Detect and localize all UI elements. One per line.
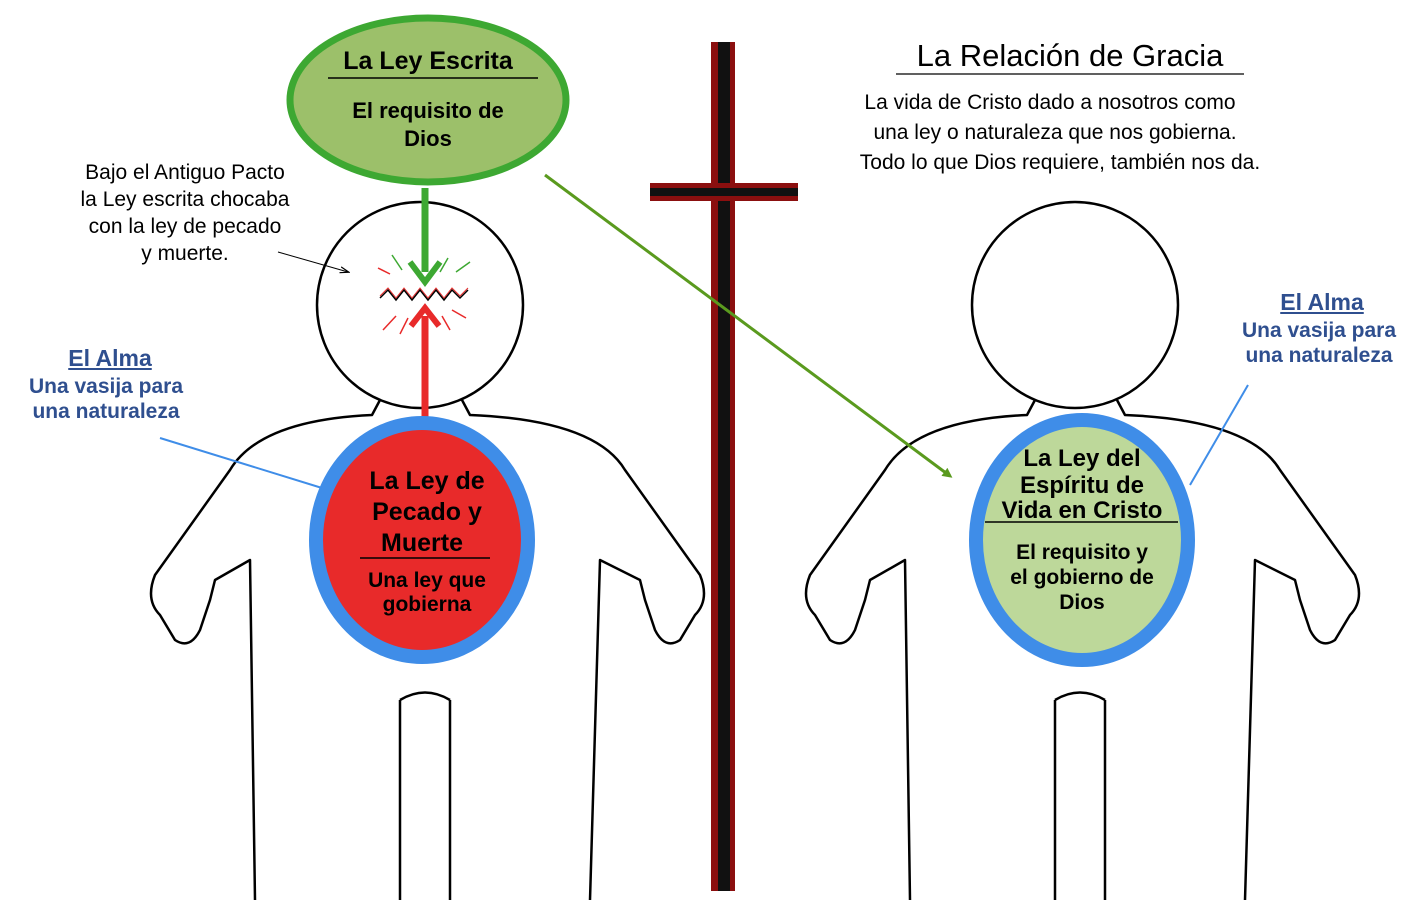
clash-zigzag [377,254,471,335]
right-soul-ring [969,413,1195,667]
right-soul-line-2: una naturaleza [1245,344,1393,367]
right-core-sub-3: Dios [1059,591,1105,614]
written-law-oval [286,14,570,186]
written-law-subtitle-1: El requisito de [352,98,504,123]
left-soul-title: El Alma [68,345,152,371]
note-pointer-arrow [277,251,348,272]
right-soul-line-1: Una vasija para [1241,319,1397,342]
right-core-title-3: Vida en Cristo [1001,497,1163,524]
left-core-title-2: Pecado y [372,498,482,526]
grace-desc-2: una ley o naturaleza que nos gobierna. [873,121,1237,144]
note-line-4: y muerte. [141,242,229,265]
note-line-3: con la ley de pecado [88,215,282,238]
right-core-title-2: Espíritu de [1019,472,1145,499]
left-core-title-3: Muerte [381,529,463,557]
left-person-outline [149,200,706,901]
grace-desc-3: Todo lo que Dios requiere, también nos d… [859,151,1261,174]
right-core-title-1: La Ley del [1023,445,1141,472]
left-core-title-1: La Ley de [369,467,485,495]
grace-heading: La Relación de Gracia [916,38,1224,73]
right-soul-title: El Alma [1280,289,1364,315]
grace-arrow [544,173,953,478]
up-arrow [408,303,442,418]
left-core-sub-2: gobierna [382,593,472,616]
down-arrow [407,188,443,287]
right-person-outline [804,200,1361,901]
left-soul-pointer [159,437,323,489]
written-law-title: La Ley Escrita [343,47,513,75]
left-soul-line-2: una naturaleza [32,400,180,423]
right-soul-pointer [1189,384,1249,486]
written-law-subtitle-2: Dios [404,126,452,151]
note-line-1: Bajo el Antiguo Pacto [85,161,285,184]
right-core-sub-1: El requisito y [1016,541,1148,564]
cross [650,42,798,891]
left-soul-line-1: Una vasija para [28,375,184,398]
grace-desc-1: La vida de Cristo dado a nosotros como [864,91,1236,114]
note-line-2: la Ley escrita chocaba [80,188,290,211]
left-soul-ring [309,416,535,664]
left-core-sub-1: Una ley que [368,569,486,592]
right-core-sub-2: el gobierno de [1010,566,1154,589]
